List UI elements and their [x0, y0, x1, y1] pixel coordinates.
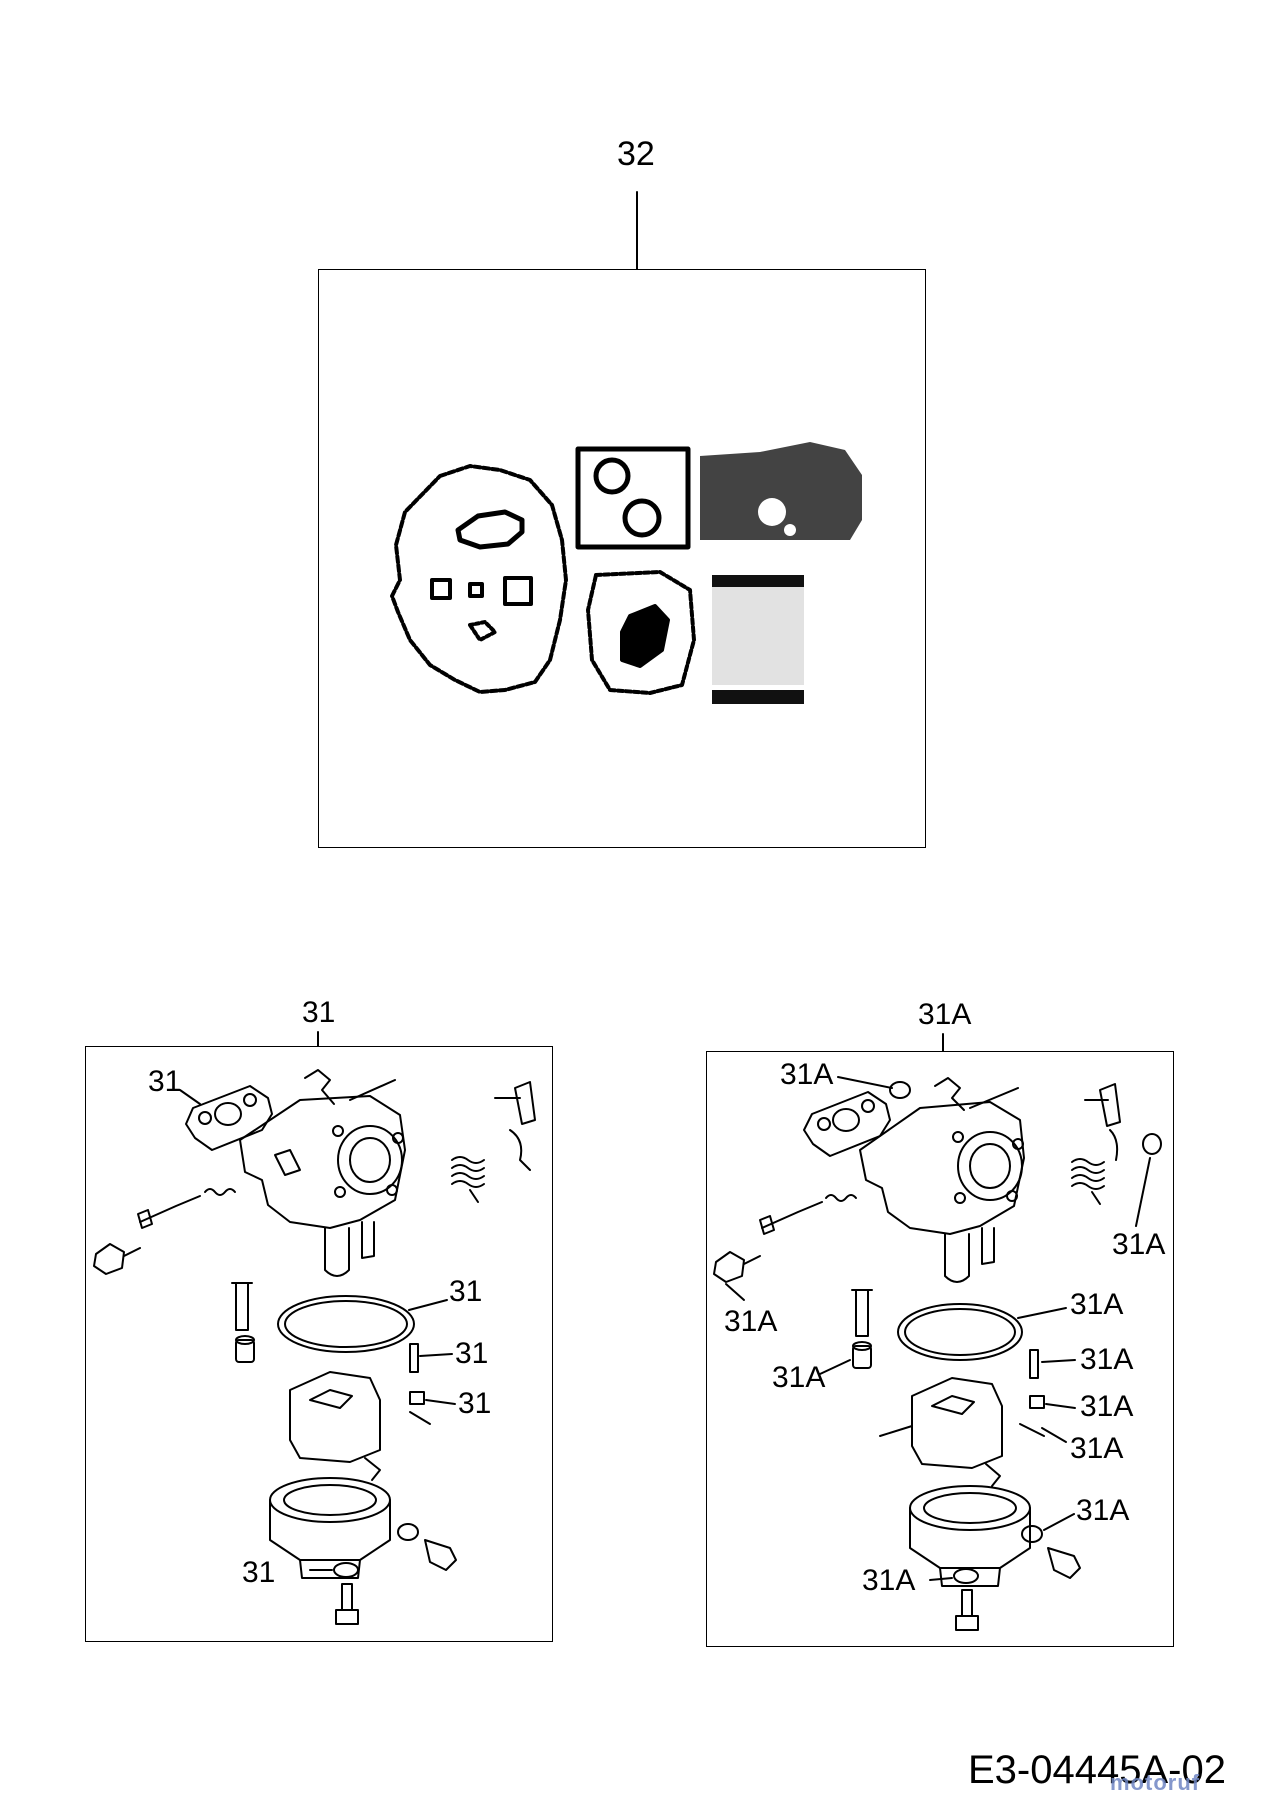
carb-31a-screws: [713, 1194, 873, 1375]
label-31-bowl-oring: 31: [449, 1275, 483, 1308]
label-31a-needle-clip: 31A: [1080, 1390, 1134, 1423]
carburetor-31a-panel: [706, 1051, 1174, 1647]
label-31a-bushing: 31A: [780, 1058, 834, 1091]
kit-diaphragm: [700, 442, 862, 540]
carb-31-body: [179, 1069, 536, 1277]
label-31a-float-needle: 31A: [1080, 1343, 1134, 1376]
kit-gasket-flange: [390, 464, 568, 694]
kit-square-gasket: [575, 446, 691, 550]
label-31-flange-gasket: 31: [148, 1065, 182, 1098]
label-31a-drain-oring: 31A: [1076, 1494, 1130, 1527]
kit-round-gasket: [586, 570, 696, 695]
carb-31a-body: [803, 1076, 1162, 1283]
label-31a-float-pin: 31A: [1070, 1432, 1124, 1465]
carb-31-screws: [93, 1188, 255, 1363]
label-31a-pilot-screw: 31A: [724, 1305, 778, 1338]
label-31a-bowl-oring: 31A: [1070, 1288, 1124, 1321]
label-31a-drain-washer: 31A: [862, 1564, 916, 1597]
callout-32: 32: [617, 135, 655, 173]
gasket-kit-panel: [318, 269, 926, 848]
label-31-drain-washer: 31: [242, 1556, 276, 1589]
carb-31a-bowl: [879, 1303, 1081, 1631]
callout-31a: 31A: [918, 998, 972, 1031]
watermark-logo: motoruf: [1110, 1770, 1201, 1795]
label-31-float-needle: 31: [455, 1337, 489, 1370]
label-31a-spacer: 31A: [772, 1361, 826, 1394]
document-code: E3-04445A-02: [968, 1748, 1226, 1792]
label-31-needle-clip: 31: [458, 1387, 492, 1420]
callout-31: 31: [302, 996, 336, 1029]
carb-31-bowl: [269, 1295, 457, 1625]
label-31a-choke-bushing: 31A: [1112, 1228, 1166, 1261]
kit-filter-sheet: [712, 575, 804, 704]
